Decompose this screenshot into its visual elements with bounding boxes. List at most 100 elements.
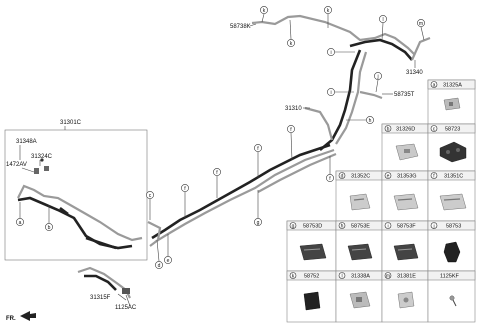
svg-text:f: f [329, 176, 331, 182]
fuel-pipe-assembly [147, 14, 431, 247]
callout-l: l [379, 15, 387, 41]
svg-text:b: b [387, 126, 390, 132]
parts-cell-58753f: i 58753F [381, 220, 429, 272]
svg-text:31325A: 31325A [443, 83, 462, 89]
svg-text:58752: 58752 [304, 274, 319, 280]
svg-text:f: f [184, 186, 186, 192]
svg-text:1125KF: 1125KF [440, 274, 459, 280]
label-31310: 31310 [285, 106, 302, 112]
svg-text:l: l [382, 17, 383, 23]
svg-text:h: h [341, 223, 344, 229]
front-direction-indicator: FR. [6, 311, 36, 322]
svg-text:l: l [341, 273, 342, 279]
parts-table: a 31325A b 31326D c 58723 d [286, 79, 476, 323]
callout-k-1: k [260, 6, 268, 23]
parts-cell-58753d: g 58753D [286, 220, 337, 272]
svg-text:k: k [290, 41, 293, 47]
parts-cell-58753: j 58753 [427, 220, 476, 272]
svg-text:m: m [386, 273, 390, 279]
svg-text:h: h [369, 118, 372, 124]
svg-text:58753: 58753 [446, 224, 461, 230]
callout-f-5: f [326, 156, 334, 182]
callout-j: j [374, 72, 382, 93]
parts-cell-31351c: f 31351C [427, 170, 476, 222]
label-58735t: 58735T [394, 92, 415, 98]
parts-cell-31352c: d 31352C [335, 170, 383, 222]
svg-text:58753F: 58753F [397, 224, 416, 230]
callout-d: d [155, 239, 163, 269]
svg-text:31338A: 31338A [351, 274, 370, 280]
svg-text:k: k [263, 8, 266, 14]
svg-text:a: a [19, 220, 22, 226]
callout-e: e [164, 234, 172, 264]
parts-cell-31381e: m 31381E [381, 270, 429, 323]
svg-text:k: k [292, 273, 295, 279]
callout-k-2: k [287, 19, 295, 47]
svg-text:m: m [419, 21, 423, 27]
parts-cell-31338a: l 31338A [335, 270, 383, 323]
parts-cell-31326d: b 31326D [381, 123, 429, 172]
svg-text:j: j [376, 74, 378, 80]
svg-text:f: f [216, 170, 218, 176]
callout-f-2: f [254, 144, 262, 178]
parts-cell-31325a: a 31325A [427, 79, 476, 125]
callout-h: h [346, 116, 374, 124]
svg-text:31381E: 31381E [397, 274, 416, 280]
parts-cell-58752: k 58752 [286, 270, 337, 323]
svg-text:31326D: 31326D [396, 127, 415, 133]
label-31340: 31340 [406, 70, 423, 76]
svg-text:j: j [432, 223, 434, 229]
svg-text:i: i [387, 223, 388, 229]
label-31348a: 31348A [16, 139, 37, 145]
callout-f-4: f [181, 184, 189, 218]
svg-text:31352C: 31352C [351, 174, 370, 180]
parts-cell-31353g: e 31353G [381, 170, 429, 222]
svg-text:58753D: 58753D [303, 224, 322, 230]
svg-text:d: d [158, 263, 161, 269]
diagram-callouts: k k l m k i j i h f f f f e d c g f a b [16, 6, 425, 269]
svg-text:c: c [149, 193, 152, 199]
callout-f-3: f [213, 168, 221, 198]
svg-text:i: i [330, 50, 331, 56]
svg-text:e: e [387, 173, 390, 179]
callout-k-3: k [324, 6, 332, 28]
label-31315f: 31315F [90, 295, 111, 301]
label-58738k: 58738K [230, 24, 251, 30]
svg-text:a: a [433, 82, 436, 88]
svg-text:k: k [327, 8, 330, 14]
svg-text:i: i [330, 90, 331, 96]
callout-i-1: i [327, 48, 355, 56]
callout-i-2: i [327, 88, 354, 96]
svg-text:g: g [257, 220, 260, 226]
svg-text:f: f [433, 173, 435, 179]
svg-text:b: b [48, 225, 51, 231]
svg-text:f: f [257, 146, 259, 152]
label-1125ac: 1125AC [115, 305, 137, 311]
svg-text:c: c [433, 126, 436, 132]
label-1472av: 1472AV [6, 162, 27, 168]
parts-cell-58753e: h 58753E [335, 220, 383, 272]
callout-b: b [45, 205, 53, 231]
svg-text:58753E: 58753E [351, 224, 370, 230]
svg-text:58723: 58723 [445, 127, 460, 133]
svg-text:g: g [292, 223, 295, 229]
parts-cell-1125kf: 1125KF [427, 270, 476, 323]
label-31301c: 31301C [60, 120, 82, 126]
detail-box-31301c [4, 126, 148, 261]
parts-cell-58723: c 58723 [427, 123, 476, 172]
part-labels: 58738K 31340 58735T 31310 31301C 31348A … [6, 23, 423, 311]
callout-f-1: f [287, 125, 295, 161]
svg-text:e: e [167, 258, 170, 264]
svg-text:f: f [290, 127, 292, 133]
fr-label: FR. [6, 316, 16, 322]
callout-m: m [417, 19, 425, 41]
svg-text:d: d [341, 173, 344, 179]
bracket-31315f [77, 266, 131, 307]
callout-g: g [254, 190, 262, 226]
svg-text:31351C: 31351C [444, 174, 463, 180]
callout-c: c [146, 191, 154, 220]
callout-a: a [16, 202, 24, 226]
front-arrow-icon [20, 311, 36, 321]
svg-text:31353G: 31353G [397, 174, 417, 180]
